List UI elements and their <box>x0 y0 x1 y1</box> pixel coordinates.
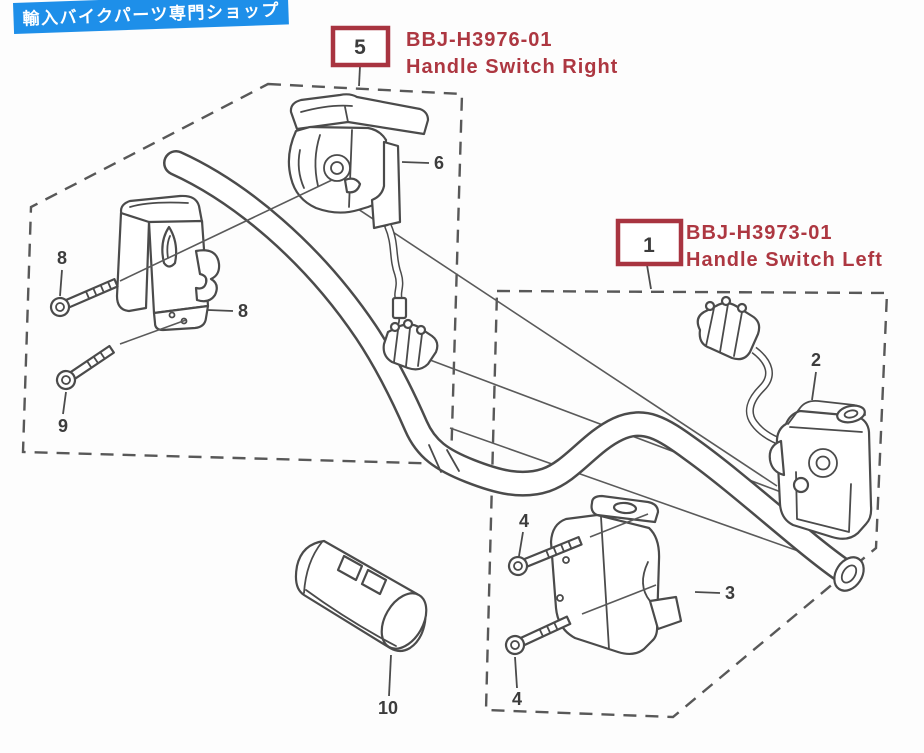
ref-box-1: 1 <box>615 218 684 290</box>
part-name-right: Handle Switch Right <box>406 56 618 78</box>
callout-2: 2 <box>811 350 821 370</box>
part-code-right: BBJ-H3976-01 <box>406 29 553 51</box>
callout-4-lower: 4 <box>512 689 522 709</box>
bolt-4-upper <box>507 535 583 577</box>
callout-4-upper: 4 <box>519 511 529 531</box>
callout-10: 10 <box>378 698 398 718</box>
callout-6: 6 <box>434 153 444 173</box>
bolt-4-lower-axis-line <box>581 584 657 615</box>
switch-housing-8 <box>115 194 221 332</box>
ref-number-1: 1 <box>643 234 655 257</box>
handlebar <box>163 150 865 592</box>
part-name-left: Handle Switch Left <box>686 249 883 271</box>
callouts: 6 8 8 9 10 2 3 4 4 <box>57 153 821 718</box>
bolt-9-axis-line <box>119 319 187 345</box>
part-code-left: BBJ-H3973-01 <box>686 222 833 244</box>
bolt-9 <box>55 344 115 391</box>
bolt-4-lower <box>504 615 572 656</box>
callout-8-bolt: 8 <box>57 248 67 268</box>
callout-9: 9 <box>58 416 68 436</box>
switch-2 <box>768 399 873 540</box>
cable-connector-right-switch <box>382 224 439 371</box>
title-right-switch: BBJ-H3976-01 Handle Switch Right <box>406 29 618 78</box>
dashed-box-right-switch-assembly <box>21 82 464 466</box>
ref-box-5: 5 <box>330 25 391 87</box>
bolt-8-axis-line <box>119 179 333 282</box>
ref-number-5: 5 <box>354 36 366 59</box>
switch-cap-6 <box>287 93 430 230</box>
handlebar-end <box>833 556 865 592</box>
title-left-switch: BBJ-H3973-01 Handle Switch Left <box>686 222 883 271</box>
bolt-8 <box>49 278 119 318</box>
callout-3: 3 <box>725 583 735 603</box>
dashed-box-left-switch-assembly <box>484 289 889 719</box>
bolt-4-upper-axis-line <box>589 513 649 538</box>
shop-banner-text: 輸入バイクパーツ専門ショップ <box>22 0 281 29</box>
grip-10 <box>294 539 428 653</box>
connector-left-switch <box>696 295 789 448</box>
callout-8-housing: 8 <box>238 301 248 321</box>
switch-housing-3 <box>549 494 683 656</box>
